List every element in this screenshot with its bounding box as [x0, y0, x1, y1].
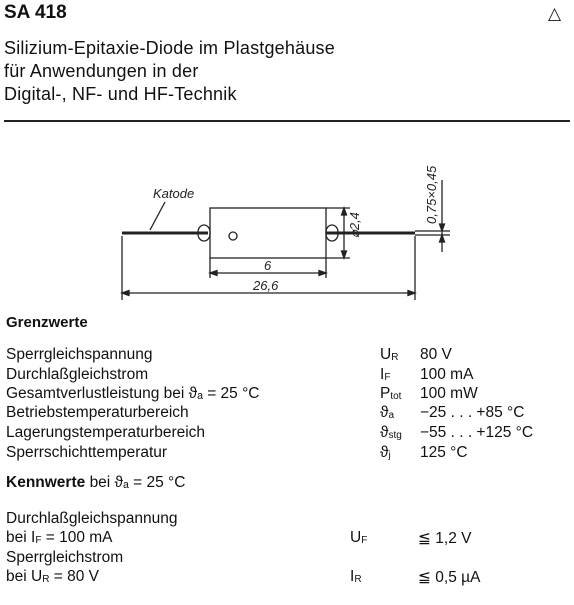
grenzwert-symbol: ϑj [380, 444, 391, 461]
dim-label-wire: 0,75×0,45 [424, 165, 439, 224]
kennwert-symbol: UF [350, 529, 368, 546]
grenzwert-value: 80 V [420, 346, 452, 363]
grenzwert-value: 100 mW [420, 385, 478, 402]
kennwerte-heading: Kennwerte bei ϑₐ = 25 °C [6, 474, 186, 491]
katode-leader [149, 201, 166, 231]
grenzwert-label: Gesamtverlustleistung bei ϑₐ = 25 °C [6, 385, 260, 402]
grenzwert-value: −55 . . . +125 °C [420, 424, 534, 441]
kennwert-label-line1: Sperrgleichstrom [6, 549, 124, 566]
triangle-icon: △ [548, 4, 562, 23]
grenzwert-value: 100 mA [420, 366, 474, 383]
dim-label-6: 6 [264, 258, 272, 273]
kennwert-value: ≦ 1,2 V [418, 530, 472, 547]
diode-drawing: Katode 6 26,6 ⌀2,4 0,75×0,45 [120, 165, 450, 300]
kennwert-label-line1: Durchlaßgleichspannung [6, 510, 178, 527]
cathode-mark [228, 231, 238, 241]
dim-label-26-6: 26,6 [252, 278, 279, 293]
dim-label-diameter: ⌀2,4 [347, 212, 362, 238]
grenzwert-label: Lagerungstemperaturbereich [6, 424, 206, 441]
kennwert-symbol: IR [350, 568, 362, 585]
crimp-right [325, 224, 339, 242]
description-line-2: für Anwendungen in der [4, 61, 199, 81]
grenzwert-label: Sperrgleichspannung [6, 346, 153, 363]
kennwert-label-line2: bei IF = 100 mA [6, 529, 113, 546]
grenzwert-label: Durchlaßgleichstrom [6, 366, 149, 383]
description-line-3: Digital-, NF- und HF-Technik [4, 84, 237, 104]
kennwert-value: ≦ 0,5 µA [418, 569, 481, 586]
header-divider [4, 120, 570, 122]
grenzwert-symbol: ϑstg [380, 424, 402, 441]
grenzwert-value: 125 °C [420, 444, 468, 461]
grenzwert-symbol: UR [380, 346, 399, 363]
grenzwert-symbol: Ptot [380, 385, 402, 402]
katode-label: Katode [153, 186, 194, 201]
part-number: SA 418 [4, 2, 67, 23]
grenzwert-symbol: ϑa [380, 404, 395, 421]
grenzwerte-heading: Grenzwerte [6, 314, 88, 331]
grenzwert-label: Sperrschichttemperatur [6, 444, 168, 461]
description-line-1: Silizium-Epitaxie-Diode im Plastgehäuse [4, 38, 335, 58]
diode-body [209, 207, 327, 259]
kennwert-label-line2: bei UR = 80 V [6, 568, 99, 585]
crimp-left [197, 224, 211, 242]
grenzwert-symbol: IF [380, 366, 391, 383]
grenzwert-value: −25 . . . +85 °C [420, 404, 525, 421]
grenzwert-label: Betriebstemperaturbereich [6, 404, 189, 421]
